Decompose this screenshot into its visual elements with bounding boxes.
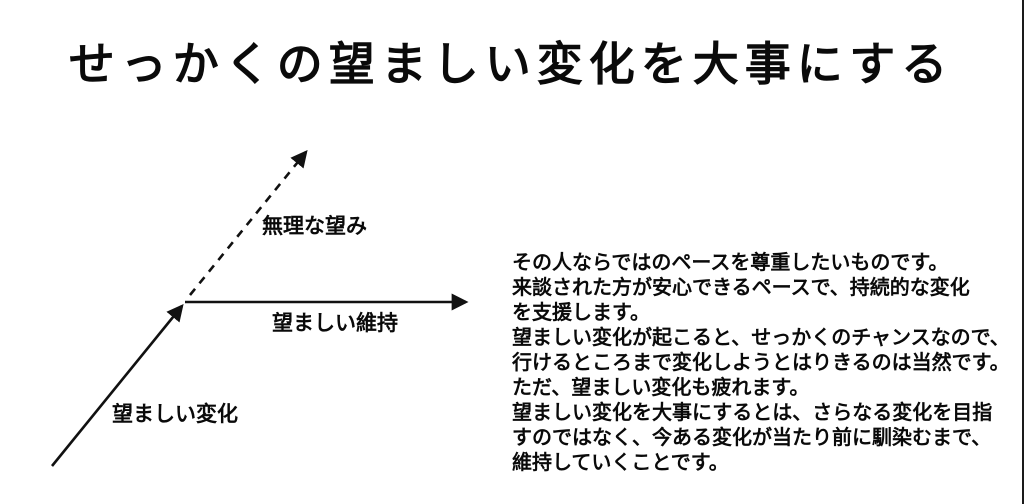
body-line: その人ならではのペースを尊重したいものです。 xyxy=(512,252,949,274)
arrows-diagram xyxy=(50,150,469,467)
body-text: その人ならではのペースを尊重したいものです。 来談された方が安心できるペースで、… xyxy=(512,251,1017,476)
label-desirable-maintenance: 望ましい維持 xyxy=(272,312,398,335)
body-line: 望ましい変化を大事にするとは、さらなる変化を目指 xyxy=(512,402,993,424)
body-line: ただ、望ましい変化も疲れます。 xyxy=(512,377,810,399)
desirable-change-arrow xyxy=(50,304,184,467)
unreasonable-wish-arrow xyxy=(188,150,308,296)
body-line: 来談された方が安心できるペースで、持続的な変化 xyxy=(512,277,970,299)
body-line: を支援します。 xyxy=(512,302,650,324)
label-desirable-change: 望ましい変化 xyxy=(112,403,238,426)
slide-title: せっかくの望ましい変化を大事にする xyxy=(68,38,954,90)
body-line: 維持していくことです。 xyxy=(512,452,729,474)
label-unreasonable-wish: 無理な望み xyxy=(262,215,367,238)
body-line: 望ましい変化が起こると、せっかくのチャンスなので、 xyxy=(512,327,1010,349)
body-line: 行けるところまで変化しようとはりきるのは当然です。 xyxy=(512,352,1010,374)
body-line: すのではなく、今ある変化が当たり前に馴染むまで、 xyxy=(512,427,992,449)
